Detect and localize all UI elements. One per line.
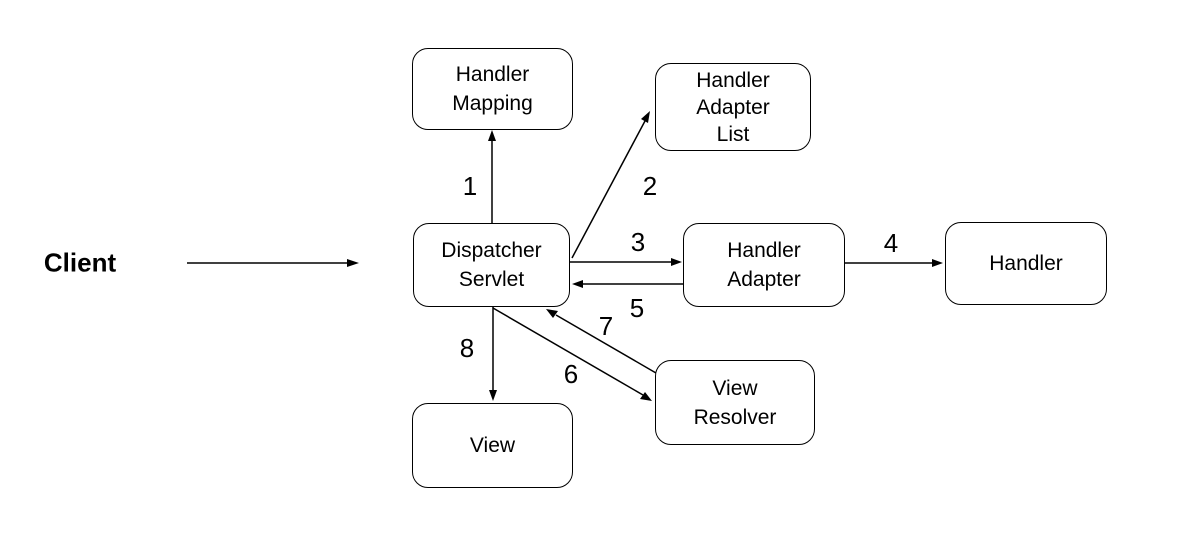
- node-label-line: Adapter: [696, 95, 770, 119]
- client-label: Client: [43, 247, 117, 278]
- node-label-line: Servlet: [458, 268, 525, 291]
- arrow-step-6-line: [492, 307, 644, 396]
- arrow-label-6: 6: [563, 359, 579, 389]
- node-view-resolver: View Resolver: [655, 360, 815, 445]
- arrow-label-1: 1: [462, 171, 478, 201]
- arrow-step-7: [546, 309, 657, 374]
- client-arrowhead: [347, 259, 359, 267]
- node-label-line: Handler: [989, 252, 1063, 275]
- node-label-line: Mapping: [452, 92, 533, 115]
- node-label-line: Adapter: [727, 268, 801, 291]
- node-label-line: List: [716, 122, 750, 146]
- arrow-step-8-head: [489, 390, 497, 401]
- arrow-step-5: [572, 280, 683, 288]
- arrow-step-2: [571, 111, 650, 259]
- node-label-line: View: [712, 376, 758, 400]
- node-label-line: Handler: [696, 68, 770, 92]
- node-handler-adapter-label: Handler Adapter: [727, 236, 801, 294]
- arrow-label-3: 3: [630, 227, 646, 257]
- node-view: View: [412, 403, 573, 488]
- arrow-step-4: [845, 259, 943, 267]
- arrow-label-8: 8: [459, 333, 475, 363]
- arrow-step-6-head: [640, 392, 652, 401]
- arrow-step-2-line: [571, 120, 646, 259]
- node-handler-mapping-label: Handler Mapping: [452, 60, 533, 118]
- arrow-step-7-line: [555, 314, 657, 374]
- node-dispatcher-servlet: Dispatcher Servlet: [413, 223, 570, 307]
- node-label-line: Handler: [727, 239, 801, 262]
- node-handler-label: Handler: [989, 249, 1063, 278]
- arrow-step-1-head: [488, 130, 496, 141]
- arrow-step-4-head: [932, 259, 943, 267]
- node-label-line: Handler: [455, 63, 530, 86]
- node-label-line: Dispatcher: [441, 239, 542, 262]
- node-handler-adapter-list: Handler Adapter List: [655, 63, 811, 151]
- node-handler-mapping: Handler Mapping: [412, 48, 573, 130]
- node-handler-adapter: Handler Adapter: [683, 223, 845, 307]
- node-view-resolver-label: View Resolver: [694, 374, 777, 432]
- node-label-line: View: [469, 434, 516, 457]
- arrow-step-3-head: [671, 258, 682, 266]
- arrow-step-5-head: [572, 280, 583, 288]
- arrow-label-2: 2: [642, 171, 658, 201]
- arrow-step-6: [492, 307, 652, 401]
- node-handler-adapter-list-label: Handler Adapter List: [696, 67, 770, 148]
- client-arrow: [187, 259, 359, 267]
- arrow-step-1: [488, 130, 496, 223]
- arrow-step-8: [489, 307, 497, 401]
- arrow-step-2-head: [641, 111, 650, 123]
- arrow-label-7: 7: [598, 311, 614, 341]
- node-view-label: View: [470, 431, 515, 460]
- node-dispatcher-servlet-label: Dispatcher Servlet: [441, 236, 541, 294]
- arrow-step-3: [570, 258, 682, 266]
- node-handler: Handler: [945, 222, 1107, 305]
- arrow-label-5: 5: [629, 293, 645, 323]
- arrow-label-4: 4: [883, 228, 899, 258]
- arrow-step-7-head: [546, 309, 558, 318]
- node-label-line: Resolver: [693, 405, 777, 429]
